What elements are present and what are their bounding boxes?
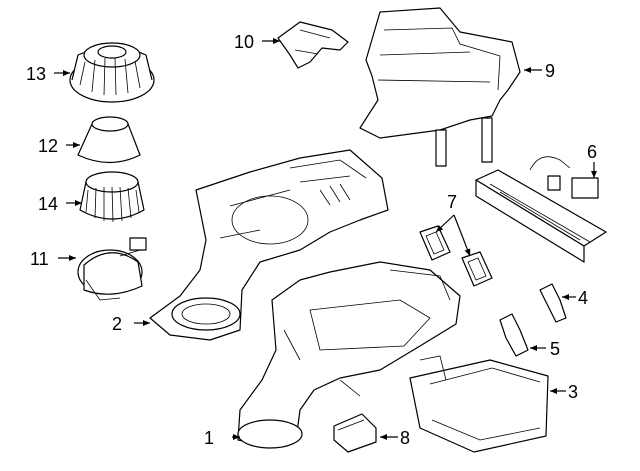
- callout-12: 12: [38, 136, 58, 156]
- part-14-blower-wheel: [79, 171, 145, 223]
- part-1-lower-housing: [237, 261, 461, 449]
- callout-10: 10: [234, 32, 254, 52]
- part-8-control-module: [333, 413, 377, 453]
- callout-1: 1: [204, 428, 214, 448]
- part-4-clip: [539, 283, 567, 323]
- part-5-clip: [499, 313, 529, 357]
- callout-5: 5: [550, 339, 560, 359]
- part-11-blower-motor: [77, 237, 147, 301]
- part-10-bracket: [277, 21, 349, 69]
- callout-6: 6: [587, 142, 597, 162]
- part-13-blower-wheel: [69, 42, 155, 103]
- callout-3: 3: [568, 382, 578, 402]
- part-3-heater-core: [409, 355, 549, 453]
- callout-11: 11: [30, 249, 49, 269]
- callout-4: 4: [578, 288, 588, 308]
- callout-2: 2: [112, 314, 122, 334]
- part-7-gaskets: [419, 225, 493, 287]
- part-2-upper-housing: [149, 149, 389, 341]
- part-12-collar-ring: [77, 116, 141, 164]
- part-9-tray: [359, 7, 521, 167]
- callout-leaders: [54, 38, 597, 440]
- part-6-evaporator-core: [475, 156, 607, 263]
- callout-9: 9: [545, 61, 555, 81]
- callout-8: 8: [400, 428, 410, 448]
- callout-13: 13: [26, 64, 46, 84]
- callout-7: 7: [447, 192, 457, 212]
- callout-14: 14: [38, 194, 58, 214]
